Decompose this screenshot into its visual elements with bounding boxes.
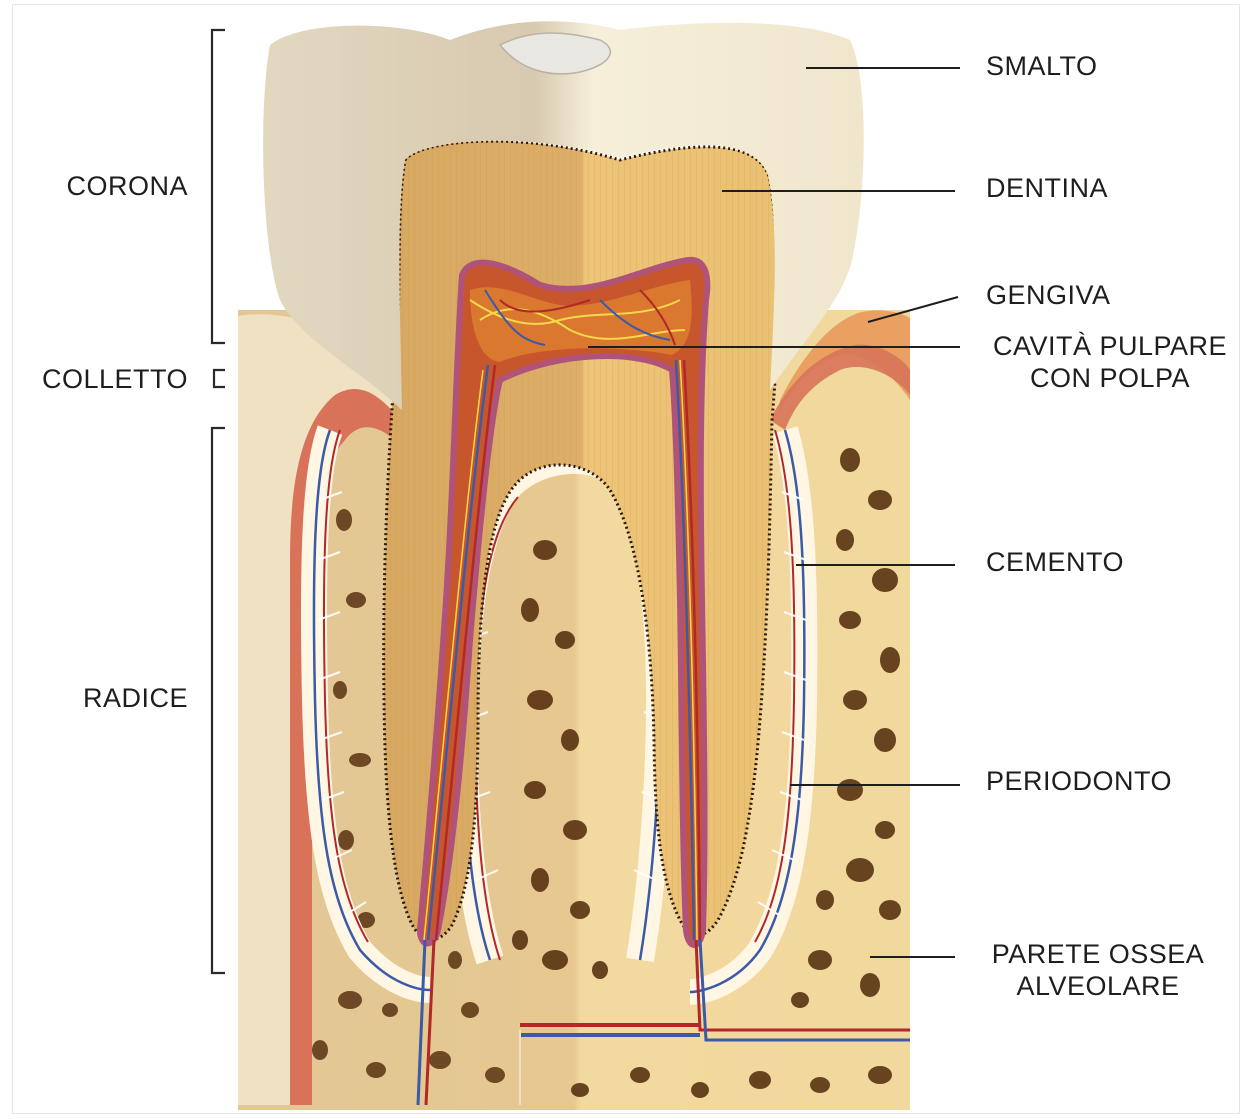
- gengiva-leader: [868, 297, 958, 322]
- label-cemento: CEMENTO: [986, 546, 1124, 578]
- corona-bracket: [212, 30, 225, 343]
- label-corona: CORONA: [30, 170, 188, 202]
- label-cavita-pulpare: CAVITÀ PULPARE CON POLPA: [982, 330, 1238, 394]
- label-periodonto: PERIODONTO: [986, 765, 1172, 797]
- label-parete-ossea-alveolare: PARETE OSSEA ALVEOLARE: [978, 938, 1218, 1002]
- label-parete-line2: ALVEOLARE: [978, 970, 1218, 1002]
- label-parete-line1: PARETE OSSEA: [978, 938, 1218, 970]
- label-dentina: DENTINA: [986, 172, 1108, 204]
- label-cavita-line1: CAVITÀ PULPARE: [982, 330, 1238, 362]
- label-colletto: COLLETTO: [10, 363, 188, 395]
- label-gengiva: GENGIVA: [986, 279, 1111, 311]
- label-cavita-line2: CON POLPA: [982, 362, 1238, 394]
- label-smalto: SMALTO: [986, 50, 1098, 82]
- radice-bracket: [212, 428, 225, 973]
- colletto-bracket: [214, 370, 225, 387]
- left-brackets: [212, 30, 225, 973]
- label-radice: RADICE: [30, 682, 188, 714]
